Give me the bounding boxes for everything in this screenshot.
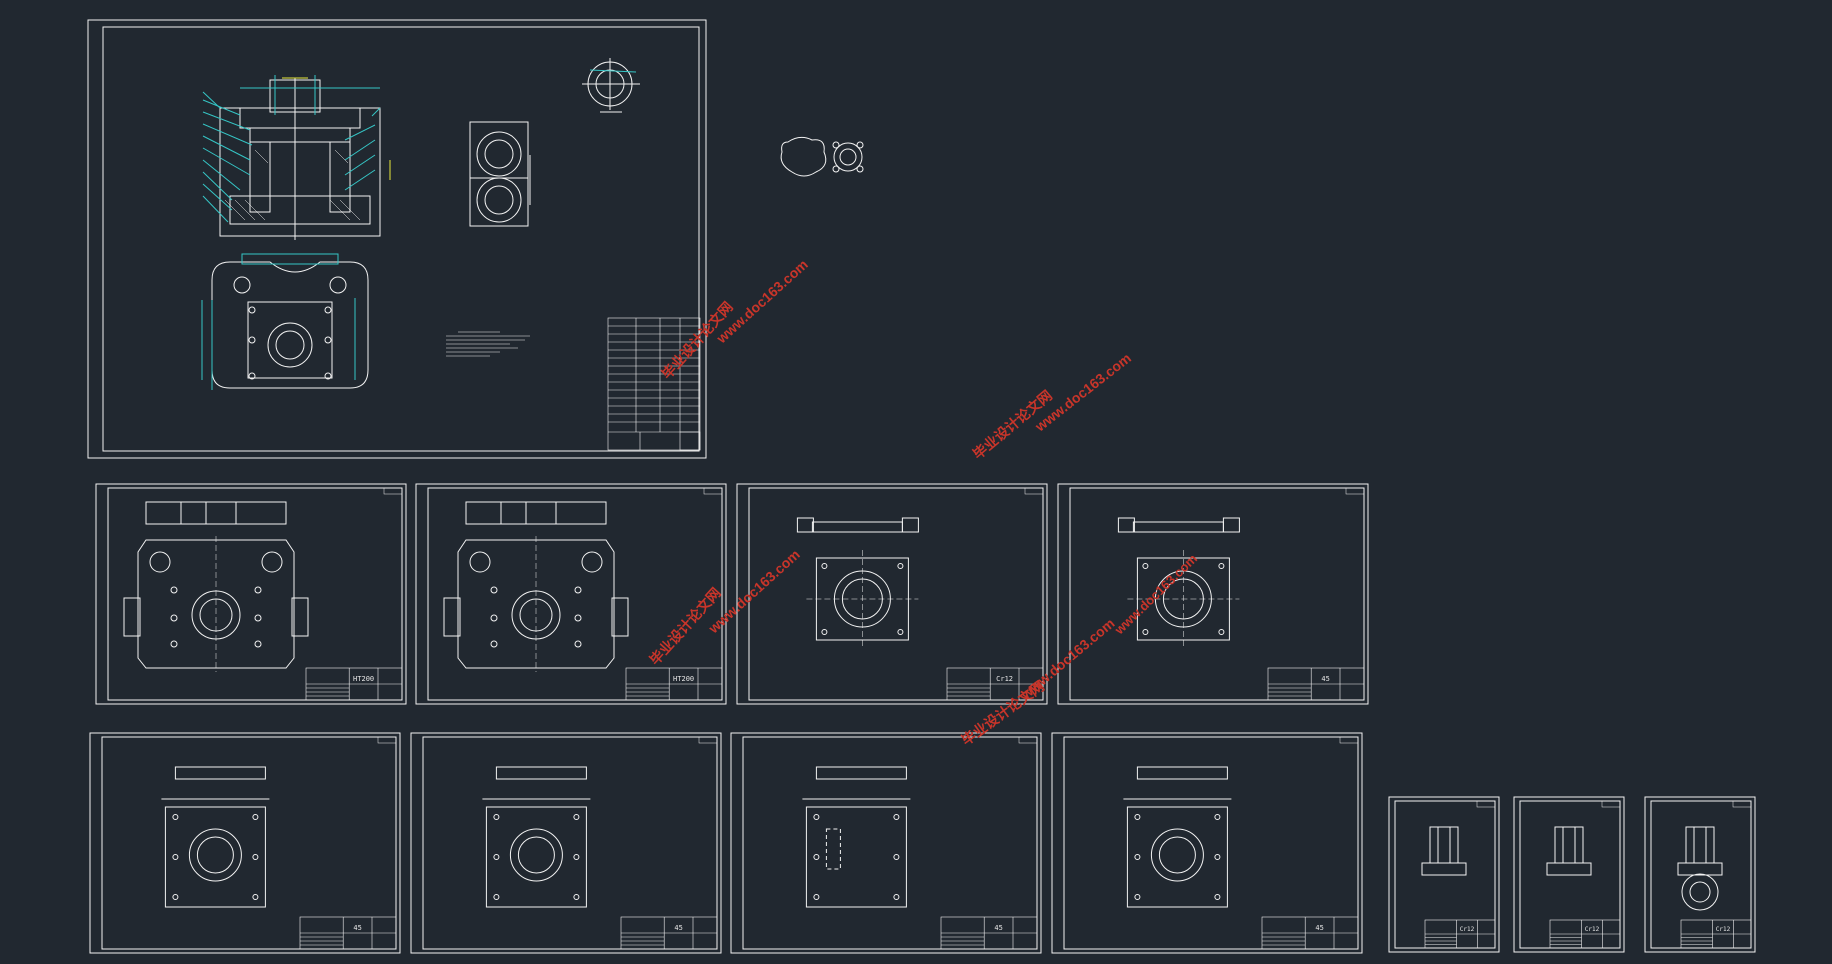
part-view xyxy=(1546,826,1592,876)
part-sheet-8[interactable]: 45 xyxy=(1051,732,1363,954)
part-view xyxy=(161,766,270,908)
title-block: Cr12 xyxy=(1424,919,1496,949)
title-block: 45 xyxy=(940,916,1038,950)
title-block: 45 xyxy=(1267,667,1365,701)
title-block-material: HT200 xyxy=(673,675,694,683)
part-sheet-10[interactable]: Cr12 xyxy=(1513,796,1625,953)
title-block: HT200 xyxy=(305,667,403,701)
blank-part-view xyxy=(582,58,640,113)
technical-requirements-notes xyxy=(446,331,530,357)
title-block: Cr12 xyxy=(1549,919,1621,949)
title-block-material: HT200 xyxy=(353,675,374,683)
part-view xyxy=(123,501,309,672)
watermark-url-5: www.doc163.com xyxy=(1111,551,1200,638)
part-sheet-11[interactable]: Cr12 xyxy=(1644,796,1756,953)
part-view xyxy=(796,517,919,648)
title-block-material: 45 xyxy=(674,924,682,932)
watermark-cn-4: 毕业设计论文网 xyxy=(958,678,1047,749)
title-block-material: 45 xyxy=(1321,675,1329,683)
part-sheet-5[interactable]: 45 xyxy=(89,732,401,954)
assembly-plan-view xyxy=(201,253,369,390)
title-block: HT200 xyxy=(625,667,723,701)
title-block-material: Cr12 xyxy=(1585,926,1600,933)
title-block-material: 45 xyxy=(353,924,361,932)
title-block-material: 45 xyxy=(1315,924,1323,932)
part-view xyxy=(1117,517,1240,648)
title-block: Cr12 xyxy=(946,667,1044,701)
part-sheet-1[interactable]: HT200 xyxy=(95,483,407,705)
part-view xyxy=(443,501,629,672)
part-view xyxy=(1677,826,1723,911)
title-block: 45 xyxy=(1261,916,1359,950)
title-block: 45 xyxy=(620,916,718,950)
part-sheet-2[interactable]: HT200 xyxy=(415,483,727,705)
assembly-drawing-sheet[interactable] xyxy=(87,19,707,459)
title-block-material: Cr12 xyxy=(1716,926,1731,933)
title-block: Cr12 xyxy=(1680,919,1752,949)
part-view xyxy=(802,766,911,908)
title-block-material: 45 xyxy=(994,924,1002,932)
part-sheet-4[interactable]: 45 xyxy=(1057,483,1369,705)
bill-of-materials-table xyxy=(607,317,701,451)
watermark-url-1: www.doc163.com xyxy=(713,256,811,347)
blank-outline-drawings xyxy=(780,136,864,177)
part-sheet-6[interactable]: 45 xyxy=(410,732,722,954)
assembly-section-view xyxy=(202,75,391,240)
part-view xyxy=(1421,826,1467,876)
title-block-material: Cr12 xyxy=(1460,926,1475,933)
watermark-stamps: 毕业设计论文网 www.doc163.com 毕业设计论文网 www.doc16… xyxy=(646,256,1200,748)
part-view xyxy=(1123,766,1232,908)
part-sheet-7[interactable]: 45 xyxy=(730,732,1042,954)
part-sheet-9[interactable]: Cr12 xyxy=(1388,796,1500,953)
part-sheet-3[interactable]: Cr12 xyxy=(736,483,1048,705)
die-detail-view xyxy=(469,121,531,227)
part-view xyxy=(482,766,591,908)
title-block-material: Cr12 xyxy=(996,675,1013,683)
title-block: 45 xyxy=(299,916,397,950)
